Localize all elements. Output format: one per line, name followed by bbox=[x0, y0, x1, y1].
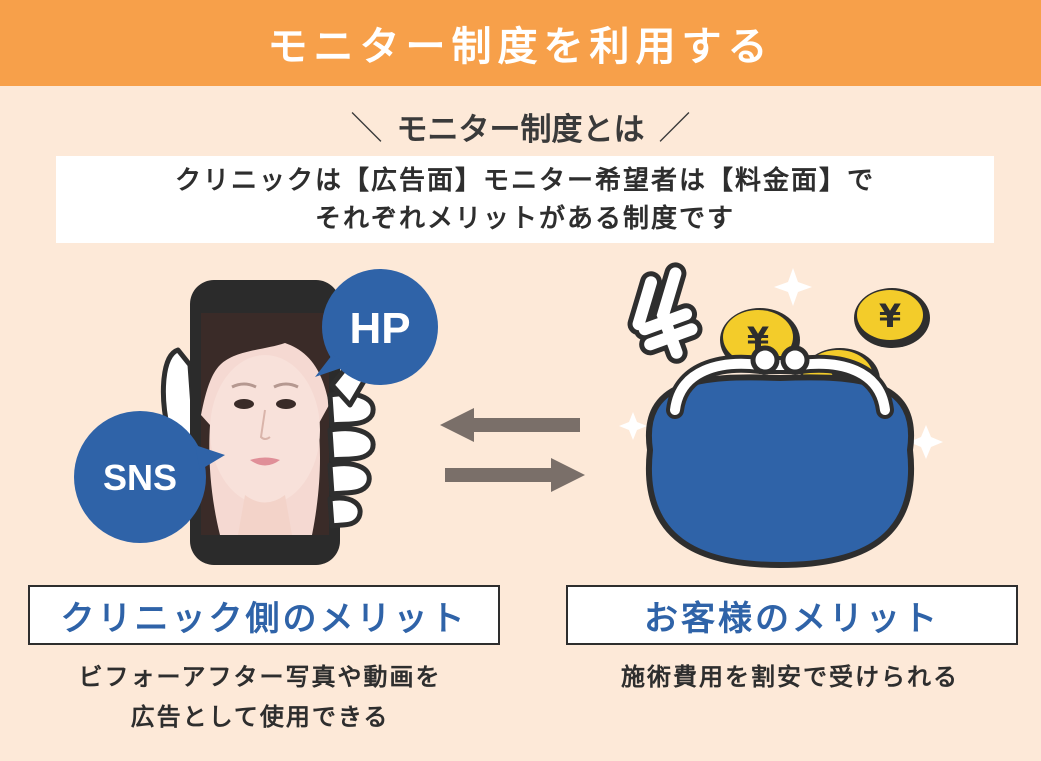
bubble-hp: HP bbox=[349, 304, 410, 353]
page-title: モニター制度を利用する bbox=[267, 24, 774, 70]
purse-illustration: ¥ ¥ ¥ bbox=[619, 262, 943, 569]
bubble-sns: SNS bbox=[103, 457, 177, 498]
clinic-merit-label: クリニック側のメリット bbox=[28, 585, 500, 645]
arrow-left-icon bbox=[440, 408, 580, 442]
sparkle-icon bbox=[909, 425, 943, 459]
customer-merit-label-text: お客様のメリット bbox=[644, 598, 940, 639]
arrow-right-icon bbox=[445, 458, 585, 492]
slash-left: ＼ bbox=[350, 109, 383, 147]
sparkle-icon bbox=[619, 412, 647, 440]
customer-merit-label: お客様のメリット bbox=[566, 585, 1018, 645]
clinic-caption-line-2: 広告として使用できる bbox=[130, 703, 390, 731]
section-subtitle: ＼ モニター制度とは ／ bbox=[0, 100, 1041, 152]
speech-bubble-icon bbox=[74, 411, 225, 543]
sparkle-icon bbox=[774, 268, 812, 306]
description-box: クリニックは【広告面】モニター希望者は【料金面】で それぞれメリットがある制度で… bbox=[56, 156, 994, 243]
purse-icon bbox=[645, 345, 915, 569]
description-line-2: それぞれメリットがある制度です bbox=[314, 203, 735, 234]
clinic-merit-label-text: クリニック側のメリット bbox=[60, 598, 468, 639]
svg-text:¥: ¥ bbox=[879, 297, 901, 335]
customer-caption: 施術費用を割安で受けられる bbox=[560, 657, 1020, 697]
speech-bubble-icon bbox=[315, 269, 438, 385]
smartphone-icon bbox=[190, 280, 340, 565]
subtitle-text: モニター制度とは bbox=[396, 111, 645, 148]
exchange-arrows bbox=[440, 408, 585, 492]
clinic-caption: ビフォーアフター写真や動画を 広告として使用できる bbox=[20, 657, 500, 737]
slash-right: ／ bbox=[658, 109, 691, 147]
yen-coin-icon: ¥ bbox=[854, 288, 930, 348]
smartphone-illustration: HP SNS bbox=[74, 269, 438, 565]
customer-caption-text: 施術費用を割安で受けられる bbox=[621, 663, 959, 691]
clinic-caption-line-1: ビフォーアフター写真や動画を bbox=[78, 663, 442, 691]
yen-coin-icon bbox=[627, 262, 703, 364]
description-line-1: クリニックは【広告面】モニター希望者は【料金面】で bbox=[174, 165, 875, 196]
header-banner: モニター制度を利用する bbox=[0, 0, 1041, 86]
